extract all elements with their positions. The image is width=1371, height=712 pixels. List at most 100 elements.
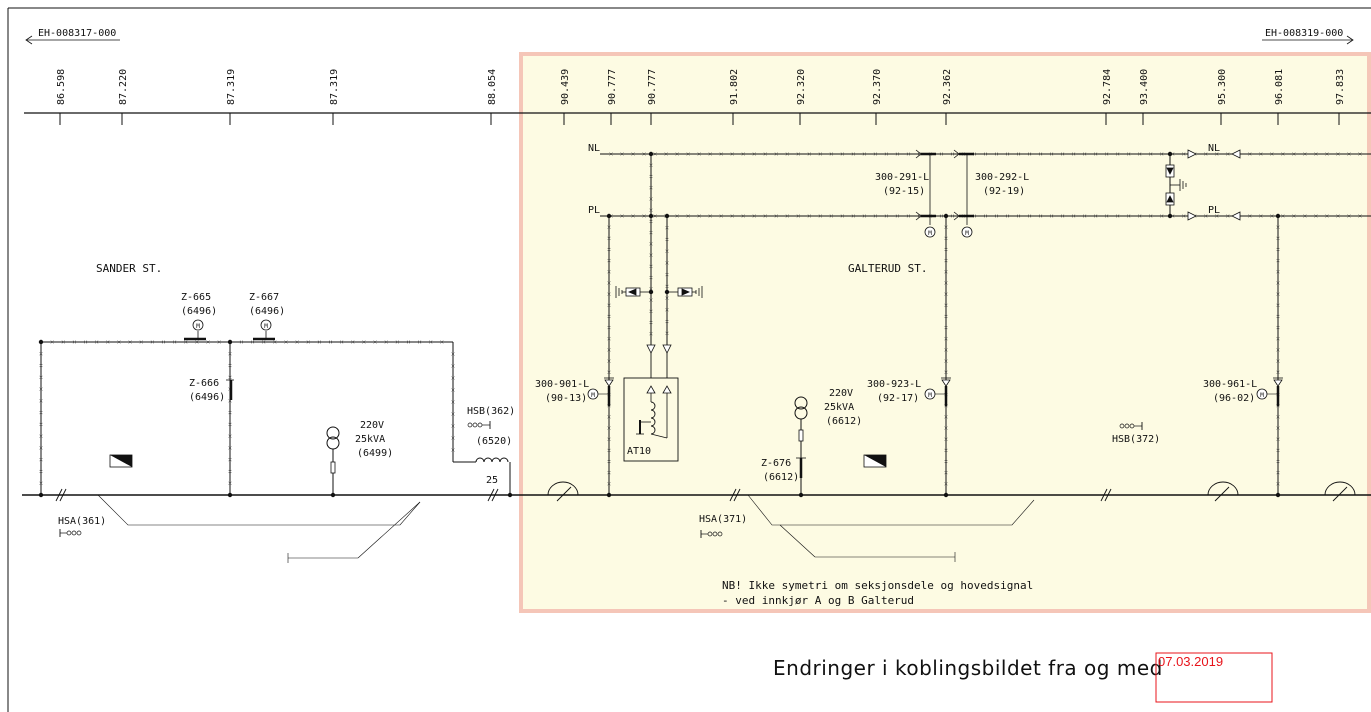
hatch-mark — [106, 340, 110, 344]
hatch-mark — [1276, 247, 1280, 252]
hatch-mark — [944, 459, 948, 464]
hatch-mark — [851, 214, 856, 218]
hatch-mark — [1027, 214, 1032, 218]
hatch-mark — [994, 152, 999, 156]
switch-300-901-l[interactable]: M 300-901-L (90-13) — [535, 377, 614, 406]
hatch-mark — [665, 272, 669, 277]
hatch-mark — [1325, 214, 1329, 218]
hatch-mark — [1160, 214, 1164, 218]
svg-text:(92-15): (92-15) — [883, 186, 925, 197]
hatch-mark — [1292, 214, 1296, 218]
hatch-mark — [607, 314, 611, 319]
transformer-6612[interactable]: 220V 25kVA (6612) — [794, 388, 862, 478]
date-box — [1155, 652, 1273, 703]
hatch-mark — [944, 281, 948, 285]
svg-text:300-292-L: 300-292-L — [975, 172, 1029, 183]
hatch-mark — [620, 214, 624, 218]
hatch-mark — [862, 214, 867, 218]
km-tick-label: 92.362 — [942, 69, 953, 105]
hatch-mark — [642, 152, 646, 156]
hatch-mark — [1115, 214, 1120, 218]
hatch-mark — [1303, 214, 1307, 218]
hatch-mark — [39, 422, 43, 427]
km-tick-label: 90.777 — [647, 69, 658, 105]
km-tick-label: 91.802 — [729, 69, 740, 105]
switch-300-961-l[interactable]: M 300-961-L (96-02) — [1203, 377, 1283, 406]
hatch-mark — [451, 448, 455, 452]
hatch-mark — [339, 340, 344, 344]
hatch-mark — [1060, 152, 1065, 156]
hatch-mark — [649, 208, 653, 212]
hatch-mark — [944, 348, 948, 352]
hatch-mark — [451, 352, 455, 356]
hatch-mark — [39, 446, 43, 450]
svg-text:HSB(372): HSB(372) — [1112, 434, 1160, 445]
hatch-mark — [1276, 448, 1280, 453]
switch-z676[interactable]: Z-676 (6612) — [761, 458, 799, 483]
hatch-mark — [1127, 152, 1131, 156]
hatch-mark — [1215, 214, 1219, 218]
switch-300-292-l[interactable]: M 300-292-L (92-19) — [953, 149, 1029, 238]
hatch-mark — [1276, 471, 1280, 475]
switch-z667[interactable]: M Z-667 (6496) — [249, 292, 285, 341]
hatch-mark — [250, 340, 255, 344]
switch-z665[interactable]: M Z-665 (6496) — [181, 292, 217, 341]
hatch-mark — [39, 375, 43, 379]
svg-text:(6612): (6612) — [763, 472, 799, 483]
hatch-mark — [686, 214, 690, 218]
hatch-mark — [983, 214, 988, 218]
hatch-mark — [649, 219, 653, 224]
hsa-371[interactable]: HSA(371) — [699, 514, 747, 538]
hatch-mark — [631, 152, 635, 156]
hatch-mark — [895, 214, 900, 218]
km-tick-label: 95.300 — [1217, 69, 1228, 105]
reference-left[interactable]: EH-008317-000 — [25, 28, 120, 45]
motor-icon — [961, 226, 973, 238]
switch-300-291-l[interactable]: M 300-291-L (92-15) — [875, 149, 936, 238]
svg-text:25kVA: 25kVA — [824, 402, 854, 413]
reference-right[interactable]: EH-008319-000 — [1262, 28, 1354, 45]
hatch-mark — [451, 400, 455, 404]
hatch-mark — [785, 152, 789, 156]
hatch-mark — [675, 152, 679, 156]
autotransformer-at10[interactable]: AT10 — [623, 344, 679, 462]
hatch-mark — [217, 340, 221, 344]
station-galterud: GALTERUD ST. — [848, 262, 927, 275]
svg-text:M: M — [928, 230, 932, 237]
hatch-mark — [39, 410, 43, 415]
hatch-mark — [862, 152, 867, 156]
hatch-mark — [1276, 292, 1280, 296]
hatch-mark — [451, 376, 455, 380]
hatch-mark — [1276, 303, 1280, 307]
km-tick-label: 97.833 — [1335, 69, 1346, 105]
transformer-6499[interactable]: 220V 25kVA (6499) — [326, 420, 393, 495]
hatch-mark — [1226, 152, 1230, 156]
hatch-mark — [406, 340, 411, 344]
hatch-mark — [752, 152, 756, 156]
hatch-mark — [239, 340, 244, 344]
hatch-mark — [117, 340, 121, 344]
hatch-mark — [150, 340, 155, 344]
km-tick-label: 88.054 — [487, 69, 498, 105]
hatch-mark — [451, 424, 455, 428]
hatch-mark — [1347, 214, 1351, 218]
section-25: 25 — [486, 475, 498, 486]
hatch-mark — [906, 152, 911, 156]
hatch-mark — [94, 340, 99, 344]
hatch-mark — [649, 275, 653, 280]
hatch-mark — [206, 340, 210, 344]
switch-z666[interactable]: Z-666 (6496) — [189, 378, 234, 403]
hsb-362[interactable]: HSB(362) (6520) — [467, 406, 515, 463]
hatch-mark — [649, 197, 653, 201]
switch-300-923-l[interactable]: M 300-923-L (92-17) — [867, 377, 951, 406]
hatch-mark — [944, 359, 948, 363]
hatch-mark — [1093, 214, 1098, 218]
hatch-mark — [1276, 437, 1280, 441]
hatch-mark — [228, 481, 232, 485]
hatch-mark — [840, 214, 844, 218]
hsa-361[interactable]: HSA(361) — [58, 516, 106, 537]
svg-text:(96-02): (96-02) — [1213, 393, 1255, 404]
svg-text:(6496): (6496) — [181, 306, 217, 317]
hatch-mark — [607, 370, 611, 374]
hsb-372[interactable]: HSB(372) — [1112, 422, 1160, 445]
